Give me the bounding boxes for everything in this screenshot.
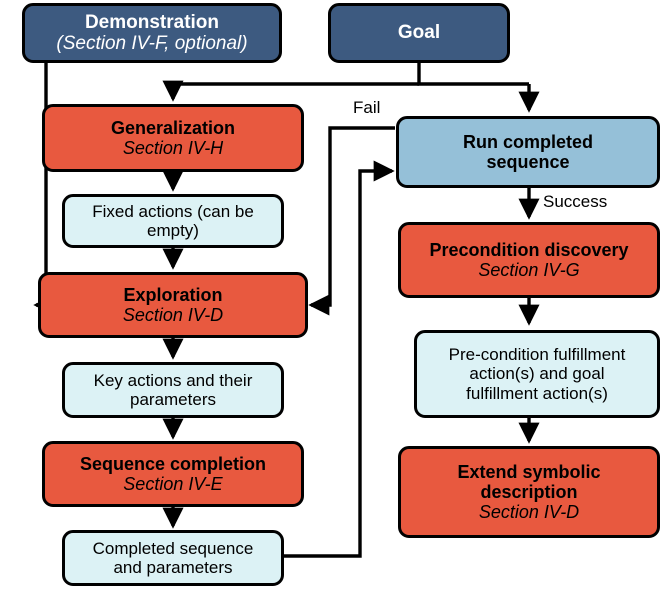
node-fixed-actions[interactable]: Fixed actions (can be empty) [62,194,284,248]
node-completed-sequence-line2: and parameters [113,558,233,577]
node-exploration-subtitle: Section IV-D [122,305,224,325]
edge-label-success: Success [543,192,608,211]
edge-label-fail: Fail [353,98,381,117]
node-demonstration[interactable]: Demonstration (Section IV-F, optional) [22,3,282,63]
node-fixed-actions-line1: Fixed actions (can be [92,201,254,221]
node-extend-symbolic-description-subtitle: Section IV-D [478,502,580,523]
node-sequence-completion-subtitle: Section IV-E [123,474,223,494]
edge-demonstration-to-exploration [33,63,55,316]
node-extend-symbolic-description[interactable]: Extend symbolic description Section IV-D [398,446,660,538]
node-precondition-discovery-title: Precondition discovery [429,239,629,260]
node-completed-sequence-line1: Completed sequence [92,538,254,558]
node-demonstration-title: Demonstration [84,11,220,33]
node-goal-title: Goal [397,22,441,44]
node-precondition-fulfillment[interactable]: Pre-condition fulfillment action(s) and … [414,330,660,418]
node-run-completed-sequence-line2: sequence [486,152,570,172]
node-extend-symbolic-description-line2: description [480,481,578,502]
node-extend-symbolic-description-line1: Extend symbolic [457,461,601,482]
node-goal[interactable]: Goal [328,3,510,63]
node-precondition-fulfillment-line3: fulfillment action(s) [466,383,608,403]
node-demonstration-subtitle: (Section IV-F, optional) [56,33,248,54]
node-precondition-discovery-subtitle: Section IV-G [478,260,580,280]
node-key-actions-line1: Key actions and their [93,370,253,390]
node-completed-sequence[interactable]: Completed sequence and parameters [62,530,284,586]
node-precondition-discovery[interactable]: Precondition discovery Section IV-G [398,222,660,298]
node-exploration[interactable]: Exploration Section IV-D [38,272,308,338]
node-fixed-actions-line2: empty) [147,221,199,240]
node-precondition-fulfillment-line2: action(s) and goal [469,364,605,384]
edge-goal-split [417,63,529,86]
node-key-actions-line2: parameters [130,390,216,409]
node-run-completed-sequence[interactable]: Run completed sequence [396,116,660,188]
edge-goal-to-generalization [162,80,419,102]
node-run-completed-sequence-line1: Run completed [462,131,593,152]
node-generalization-subtitle: Section IV-H [122,138,224,158]
node-sequence-completion[interactable]: Sequence completion Section IV-E [42,441,304,507]
node-generalization[interactable]: Generalization Section IV-H [42,104,304,172]
node-key-actions[interactable]: Key actions and their parameters [62,362,284,418]
node-sequence-completion-title: Sequence completion [79,453,267,474]
edge-run-fail-to-exploration [308,126,395,316]
node-precondition-fulfillment-line1: Pre-condition fulfillment [448,345,626,365]
node-exploration-title: Exploration [123,284,223,305]
node-generalization-title: Generalization [110,117,236,138]
